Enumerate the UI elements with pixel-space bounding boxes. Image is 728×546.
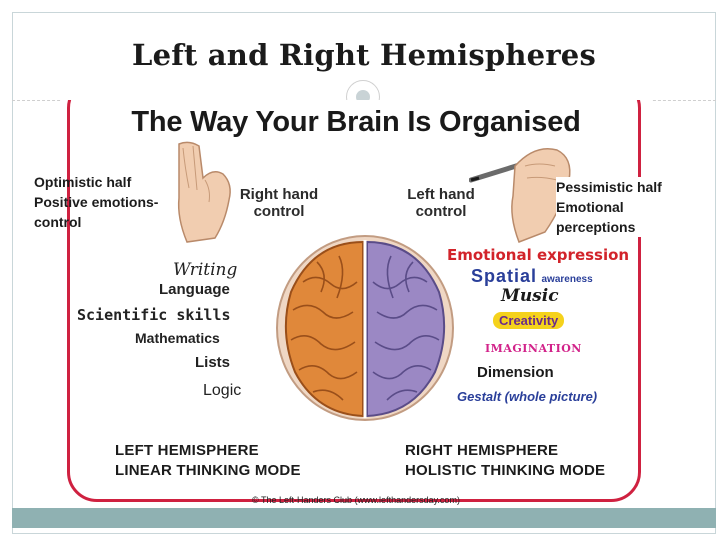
skill-writing: Writing bbox=[173, 260, 238, 280]
left-hand-icon bbox=[177, 141, 231, 243]
slide-title: Left and Right Hemispheres bbox=[132, 38, 596, 72]
skill-imagination: IMAGINATION bbox=[485, 342, 582, 355]
poster-heading: The Way Your Brain Is Organised bbox=[131, 106, 581, 138]
skill-gestalt: Gestalt (whole picture) bbox=[457, 389, 598, 404]
skill-scientific: Scientific skills bbox=[77, 306, 231, 324]
right-annotation: Pessimistic half Emotional perceptions bbox=[556, 177, 662, 237]
skill-mathematics: Mathematics bbox=[135, 330, 220, 346]
poster-border bbox=[67, 100, 641, 502]
slide-frame bbox=[12, 12, 716, 534]
skill-creativity: Creativity bbox=[493, 312, 565, 329]
bottom-band bbox=[12, 508, 716, 528]
skill-language: Language bbox=[159, 281, 230, 298]
skill-logic: Logic bbox=[203, 382, 242, 399]
brain-illustration bbox=[276, 235, 454, 421]
poster-credit: © The Left-Handers Club (www.lefthanders… bbox=[252, 495, 460, 505]
left-hemisphere-label: LEFT HEMISPHERE LINEAR THINKING MODE bbox=[115, 442, 301, 479]
brain-poster: The Way Your Brain Is Organised Right ha… bbox=[61, 100, 651, 518]
skill-spatial-awareness: Spatial awareness bbox=[471, 266, 593, 286]
skill-music: Music bbox=[501, 286, 559, 306]
left-hand-control-label: Left hand control bbox=[407, 186, 475, 220]
skill-dimension: Dimension bbox=[477, 364, 554, 381]
right-hand-control-label: Right hand control bbox=[239, 186, 319, 220]
skill-emotional-expression: Emotional expression bbox=[447, 246, 630, 264]
skill-lists: Lists bbox=[195, 354, 231, 371]
left-annotation: Optimistic half Positive emotions- contr… bbox=[34, 174, 159, 230]
right-hemisphere-label: RIGHT HEMISPHERE HOLISTIC THINKING MODE bbox=[405, 442, 606, 479]
